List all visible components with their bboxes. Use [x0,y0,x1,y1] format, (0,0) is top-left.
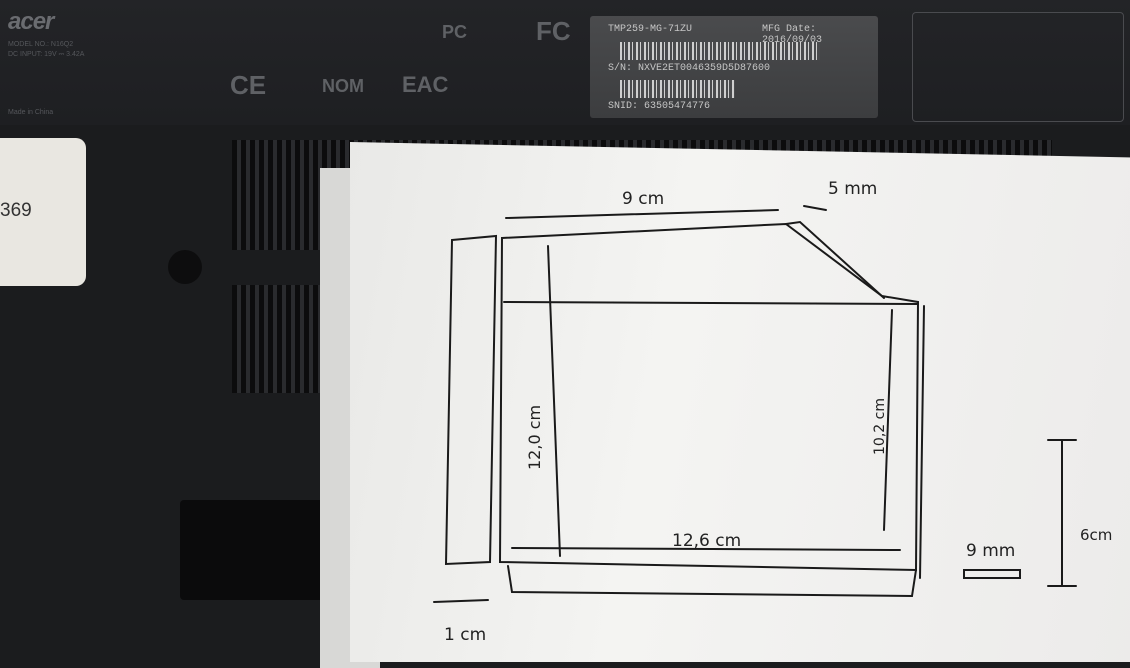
brand-logo: acer [8,8,54,35]
eac-mark: EAC [402,72,449,97]
barcode [620,80,735,98]
barcode [620,42,820,60]
laptop-bottom-plate: acer MODEL NO.: N16Q2 DC INPUT: 19V ⎓ 3.… [0,0,1130,125]
model-number: TMP259-MG-71ZU [608,24,693,35]
arrow-right-height [883,309,893,531]
regulatory-label [912,12,1124,122]
arrow-bottom [511,547,901,551]
mfg-date: MFG Date: 2016/09/03 [762,24,823,46]
label-side-height: 6cm [1080,526,1112,544]
label-thickness: 9 mm [966,541,1015,561]
label-bottom-width: 12,6 cm [672,531,741,551]
snid: SNID: 63505474776 [608,101,711,112]
inner-line [503,301,919,305]
label-right-height: 10,2 cm [872,398,888,455]
paper-sheet [350,142,1130,662]
serial-label: TMP259-MG-71ZU MFG Date: 2016/09/03 S/N:… [590,16,878,118]
label-top-width: 9 cm [622,189,664,209]
arrow-side-width [433,599,489,603]
battery-port [180,500,330,600]
fc-mark: FC [536,16,571,46]
pc-mark: PC [442,22,468,42]
arrow-left-height [547,245,561,557]
hand-sketch: 9 cm 5 mm 12,0 cm 10,2 cm 12,6 cm 9 mm 6… [0,0,1130,652]
power-text: DC INPUT: 19V ⎓ 3.42A [8,51,85,58]
drive-outline [498,222,920,572]
label-bevel: 5 mm [828,179,877,199]
nom-mark: NOM [322,76,364,96]
screw-hole [168,250,202,284]
label-side-width: 1 cm [444,625,486,645]
sticker-text: 369 [0,200,32,221]
label-left-height: 12,0 cm [525,405,544,470]
sticker: 369 [0,138,86,286]
serial-number: S/N: NXVE2ET0046359D5D87600 [608,63,771,74]
made-in-text: Made in China [8,109,54,116]
ce-mark: CE [230,70,267,100]
model-text: MODEL NO.: N16Q2 [8,41,74,48]
side-panel [444,234,498,566]
vent-grille [232,285,332,393]
arrow-top [505,209,779,219]
